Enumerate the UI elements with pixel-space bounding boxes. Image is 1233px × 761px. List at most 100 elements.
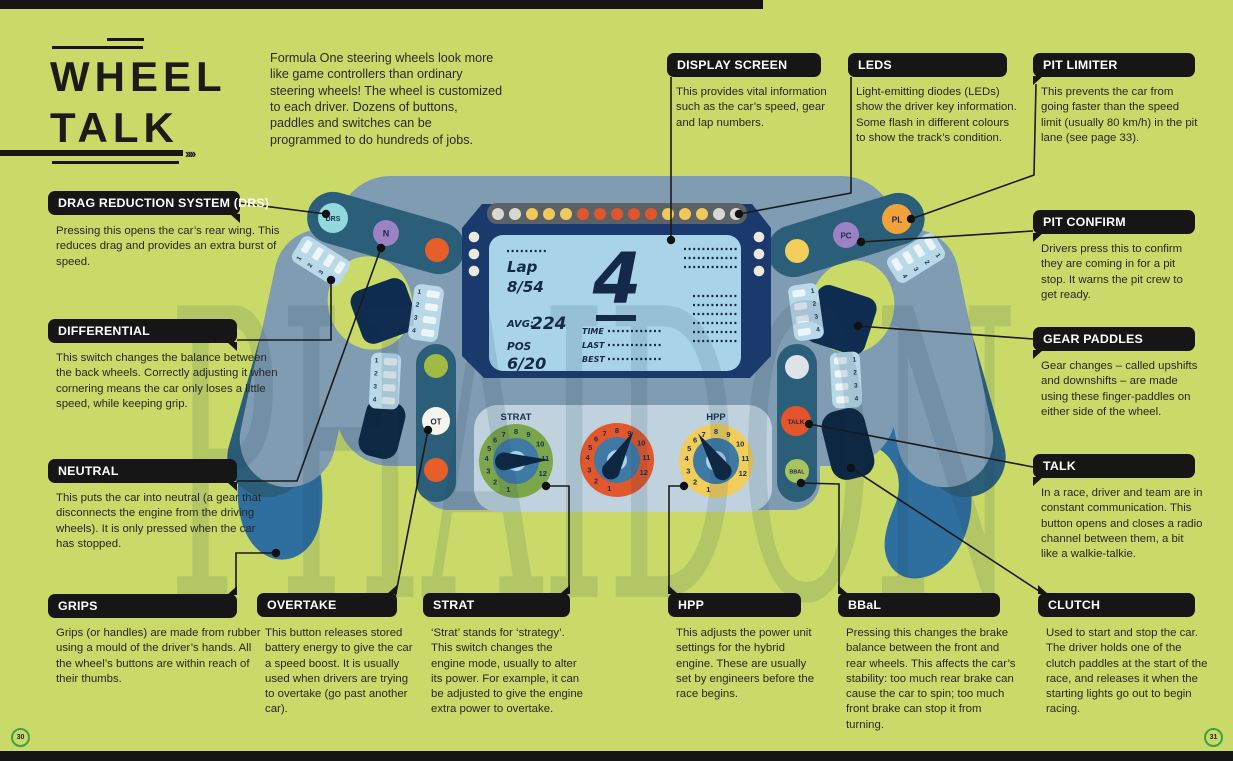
connector-neutral [237, 247, 382, 482]
bottom-edge-bar [0, 751, 1233, 761]
dial-number: 12 [739, 469, 747, 478]
title-rule-2 [52, 46, 143, 49]
bbal-button[interactable] [785, 459, 809, 483]
pit-confirm-button-label: PC [840, 232, 851, 241]
switch-number: 4 [901, 273, 909, 280]
dial-number: 10 [536, 440, 544, 449]
callout-differential: DIFFERENTIAL [48, 319, 237, 351]
switch-number: 4 [372, 396, 376, 403]
switch-number: 3 [413, 314, 418, 321]
callout-talk-body: In a race, driver and team are in consta… [1041, 487, 1203, 561]
intro-paragraph: Formula One steering wheels look more li… [270, 51, 503, 147]
overtake-button-label: OT [430, 418, 441, 427]
screen-lap-label: Lap [507, 258, 538, 276]
led-orange-5 [577, 208, 589, 220]
dial-number: 1 [706, 485, 710, 494]
top-edge-bar [0, 0, 763, 9]
switch-number: 4 [855, 395, 859, 402]
white-button-right[interactable] [785, 355, 809, 379]
connector-strat [546, 485, 570, 592]
callout-bbal-body: Pressing this changes the brake balance … [846, 627, 1016, 731]
dial-number: 10 [736, 440, 744, 449]
dial-number: 3 [686, 467, 690, 476]
pit-confirm-button[interactable] [833, 222, 859, 248]
led-row [492, 208, 742, 220]
callout-neutral: NEUTRAL [48, 459, 237, 491]
dial-number: 4 [586, 453, 591, 462]
switch-number: 4 [816, 326, 821, 333]
dial-number: 6 [594, 435, 598, 444]
bbal-button-label: BBAL [789, 470, 805, 476]
switch-number: 4 [412, 327, 417, 334]
green-button-left[interactable] [424, 354, 448, 378]
callout-drs-body: Pressing this opens the car’s rear wing.… [56, 225, 280, 268]
connector-hpp [668, 485, 684, 592]
switch-number: 1 [417, 289, 422, 296]
led-orange-8 [628, 208, 640, 220]
callout-display-screen: DISPLAY SCREEN [667, 53, 821, 77]
led-yellow-2 [526, 208, 538, 220]
dial-number: 11 [541, 454, 549, 463]
screen-gear-underline [596, 315, 636, 321]
talk-button[interactable] [781, 406, 811, 436]
yellow-button-right[interactable] [785, 239, 809, 263]
dial-number: 7 [701, 430, 705, 439]
dial-number: 4 [485, 454, 490, 463]
callout-clutch-body: Used to start and stop the car. The driv… [1046, 627, 1208, 716]
connector-grips [235, 552, 276, 593]
left-gear-paddle[interactable] [347, 275, 421, 347]
drs-button-label: DRS [326, 216, 341, 223]
dial-number: 7 [501, 430, 505, 439]
callout-gear-paddles-body: Gear changes – called upshifts and downs… [1041, 360, 1198, 418]
connector-clutch [850, 467, 1040, 592]
dial-number: 4 [685, 454, 690, 463]
callout-hpp: HPP [668, 585, 801, 617]
pit-limiter-button[interactable] [882, 204, 912, 234]
dial-number: 8 [615, 426, 619, 435]
dial-number: 1 [506, 485, 510, 494]
dial-number: 2 [594, 476, 598, 485]
dial-number: 5 [687, 444, 691, 453]
orange-button-lower[interactable] [424, 458, 448, 482]
dial-label: HPP [706, 412, 726, 423]
right-gear-paddle[interactable] [802, 282, 880, 358]
dial-number: 9 [526, 430, 530, 439]
connector-overtake [393, 429, 429, 604]
talk-button-label: TALK [788, 419, 805, 426]
orange-button-left[interactable] [425, 238, 449, 262]
title-rule-thick [0, 150, 183, 156]
callout-title: STRAT [433, 598, 475, 612]
callout-pit-limiter: PIT LIMITER [1033, 53, 1195, 85]
neutral-button-label: N [383, 229, 390, 239]
switch-number: 3 [373, 383, 377, 390]
page-title-line1: WHEEL [50, 53, 227, 100]
callout-strat: STRAT [423, 585, 570, 617]
right-clutch-wedge [821, 408, 875, 480]
callout-gear-paddles: GEAR PADDLES [1033, 327, 1195, 359]
callout-title: OVERTAKE [267, 598, 337, 612]
dial-number: 7 [602, 429, 606, 438]
neutral-button[interactable] [373, 220, 399, 246]
screen-avg-label: AVG: [506, 319, 534, 330]
pit-limiter-button-label: PL [892, 215, 903, 225]
switch-number: 3 [854, 382, 858, 389]
switch-panels: 123412341234123412341234 [289, 230, 947, 410]
connector-bbal [800, 482, 840, 592]
led-yellow-3 [543, 208, 555, 220]
screen-pos-value: 6/20 [507, 354, 546, 373]
screen-best-label: BEST [582, 355, 605, 364]
connector-drs [239, 202, 327, 215]
callout-talk: TALK [1033, 454, 1195, 486]
callout-title: TALK [1043, 459, 1076, 473]
dial-number: 3 [587, 466, 591, 475]
